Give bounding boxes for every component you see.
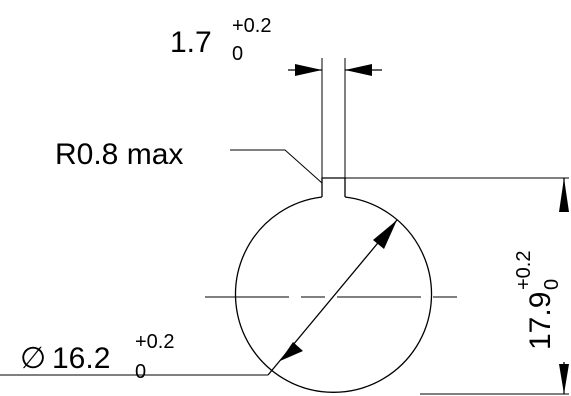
height-nominal: 17.9 bbox=[524, 292, 557, 350]
diameter-nominal: 16.2 bbox=[52, 342, 110, 375]
diameter-symbol: ∅ bbox=[20, 342, 46, 375]
diameter-upper-tol: +0.2 bbox=[135, 331, 174, 353]
height-arrow-top bbox=[559, 178, 569, 212]
diameter-lower-tol: 0 bbox=[135, 361, 146, 383]
diameter-arrow-bottom bbox=[280, 342, 303, 361]
slot-arrow-left bbox=[295, 64, 322, 76]
radius-note: R0.8 max bbox=[55, 138, 183, 171]
diameter-arrow-top bbox=[373, 220, 397, 249]
radius-leader bbox=[230, 149, 323, 184]
height-lower-tol: 0 bbox=[541, 279, 563, 290]
bore-outline bbox=[234, 196, 433, 393]
keyway-slot bbox=[321, 177, 346, 197]
height-label: 17.9 +0.2 0 bbox=[513, 251, 563, 350]
slot-width-nominal: 1.7 bbox=[170, 26, 212, 59]
height-upper-tol: +0.2 bbox=[513, 251, 535, 290]
height-arrow-bottom bbox=[559, 364, 569, 394]
slot-width-upper-tol: +0.2 bbox=[232, 15, 271, 37]
slot-arrow-right bbox=[345, 64, 372, 76]
slot-width-lower-tol: 0 bbox=[232, 43, 243, 65]
